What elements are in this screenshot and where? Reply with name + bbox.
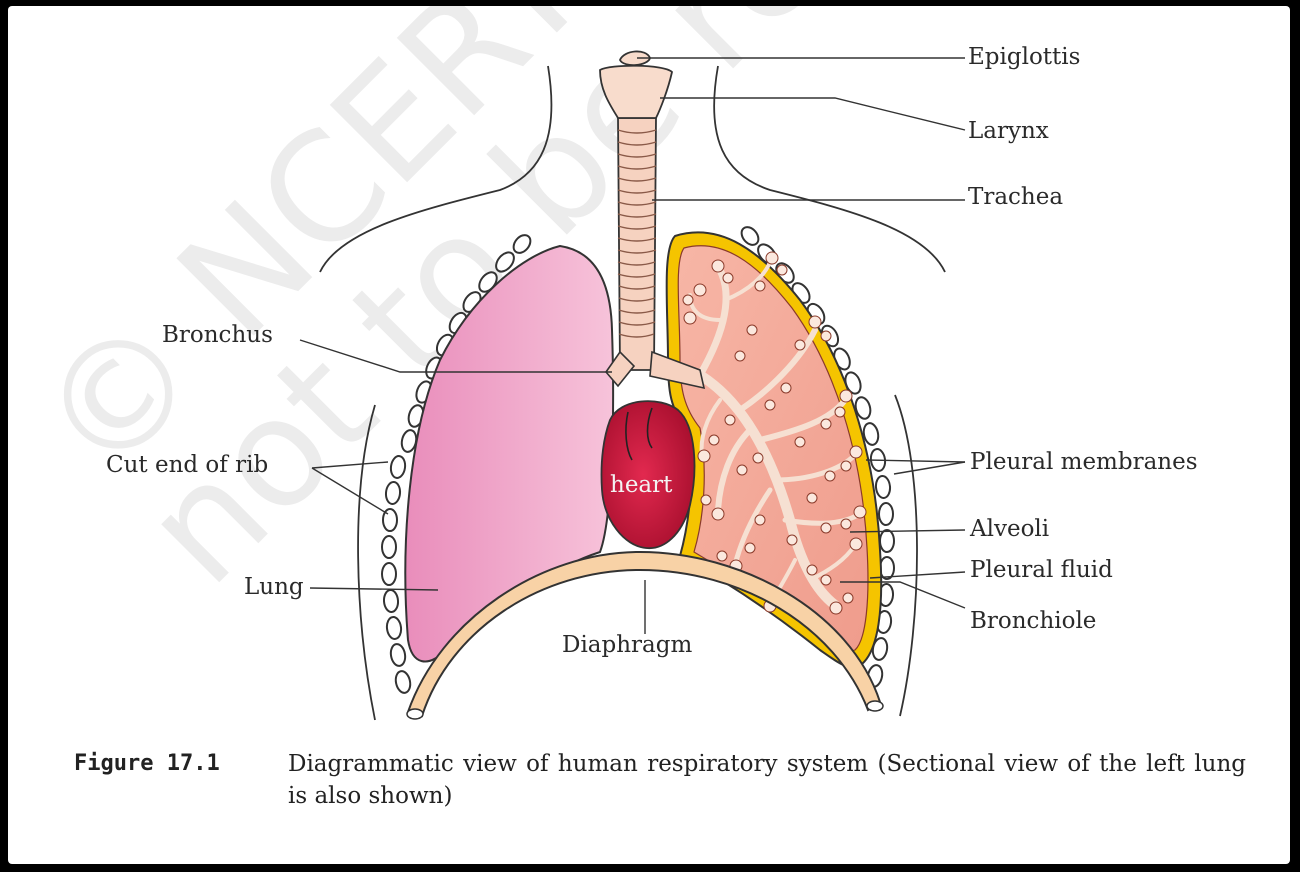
larynx-shape — [599, 64, 673, 119]
heart-vessel-line-2 — [646, 407, 653, 449]
figure-number: Figure 17.1 — [74, 751, 220, 776]
label-cut-end-of-rib: Cut end of rib — [106, 452, 268, 478]
body-outline — [319, 65, 946, 721]
alveoli — [682, 251, 867, 615]
diaphragm-end-left — [406, 708, 424, 720]
label-heart: heart — [610, 472, 673, 498]
label-lung: Lung — [244, 574, 304, 600]
label-bronchiole: Bronchiole — [970, 608, 1096, 634]
bronchiole-tree — [688, 260, 861, 610]
heart-shape — [600, 400, 696, 549]
bronchi — [604, 350, 706, 390]
label-trachea: Trachea — [968, 184, 1063, 210]
figure-caption-text: Diagrammatic view of human respiratory s… — [288, 751, 1246, 809]
label-epiglottis: Epiglottis — [968, 44, 1080, 70]
leader-lines — [299, 57, 966, 634]
label-pleural-membranes: Pleural membranes — [970, 449, 1198, 475]
heart-vessel-line-1 — [625, 411, 633, 461]
figure-frame: © NCERT not to be republished — [8, 6, 1290, 864]
label-bronchus: Bronchus — [162, 322, 273, 348]
label-larynx: Larynx — [968, 118, 1049, 144]
trachea — [617, 117, 657, 371]
label-pleural-fluid: Pleural fluid — [970, 557, 1113, 583]
respiratory-diagram: Epiglottis Larynx Trachea Bronchus Cut e… — [106, 44, 1198, 721]
label-diaphragm: Diaphragm — [562, 632, 692, 658]
diaphragm-end-right — [866, 700, 884, 712]
label-alveoli: Alveoli — [969, 516, 1049, 542]
diaphragm-shape — [406, 550, 882, 718]
